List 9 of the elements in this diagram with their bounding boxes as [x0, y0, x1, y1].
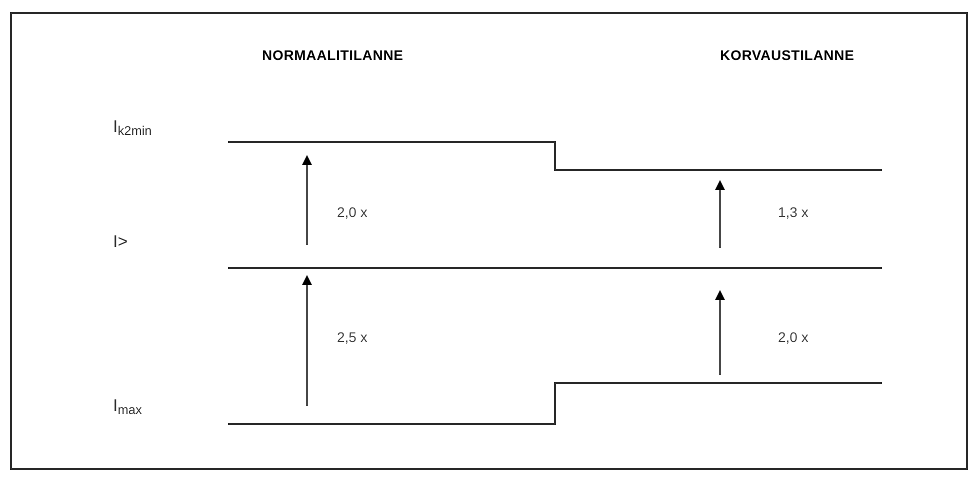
- ratio-label: 2,5 x: [337, 330, 368, 344]
- column-heading: NORMAALITILANNE: [262, 48, 404, 62]
- ratio-label: 2,0 x: [337, 205, 368, 219]
- level-label: I$_{max}$: [113, 397, 142, 414]
- level-label: I>: [113, 233, 128, 250]
- ratio-label: 2,0 x: [778, 330, 808, 344]
- level-label: I$_{k2min}$: [113, 118, 152, 135]
- column-heading: KORVAUSTILANNE: [720, 48, 854, 62]
- ratio-label: 1,3 x: [778, 205, 808, 219]
